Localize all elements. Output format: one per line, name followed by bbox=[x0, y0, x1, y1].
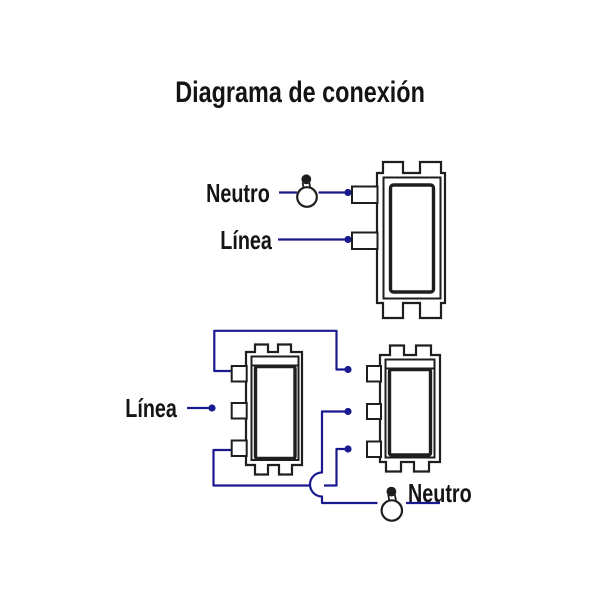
terminal-tab-1 bbox=[366, 365, 382, 383]
terminal-tab-2 bbox=[366, 403, 382, 420]
terminal-tab-3 bbox=[366, 440, 382, 458]
diagram-title-text: Diagrama de conexión bbox=[175, 76, 425, 109]
bulb-cap bbox=[386, 486, 397, 497]
label-linea-bottom: Línea bbox=[125, 393, 177, 423]
terminal-tab-1 bbox=[230, 365, 248, 383]
connection-dot bbox=[344, 235, 352, 244]
bulb-glass bbox=[380, 499, 404, 522]
module-rocker bbox=[387, 367, 433, 457]
module-frame bbox=[382, 176, 442, 300]
module-rocker bbox=[253, 364, 297, 461]
terminal-tab-2 bbox=[230, 402, 248, 420]
terminal-tab-3 bbox=[230, 439, 248, 457]
light-bulb-icon bbox=[296, 174, 318, 208]
module-outline bbox=[378, 344, 442, 473]
connection-dot bbox=[344, 188, 352, 197]
switch-module-top bbox=[351, 160, 447, 320]
connection-dot bbox=[344, 407, 352, 416]
terminal-tab-linea bbox=[351, 231, 379, 250]
switch-module-bottom-left bbox=[230, 343, 304, 476]
bulb-glass bbox=[296, 186, 318, 208]
module-outline bbox=[244, 343, 304, 476]
light-bulb-icon bbox=[380, 486, 404, 522]
wire-bottom-link-left-segment bbox=[212, 448, 310, 487]
connection-dot bbox=[208, 404, 216, 412]
label-neutro-top: Neutro bbox=[206, 178, 270, 208]
module-rocker bbox=[388, 183, 436, 294]
terminal-tab-neutro bbox=[351, 185, 379, 204]
bulb-cap bbox=[301, 174, 312, 185]
wires bbox=[187, 191, 440, 505]
module-outline bbox=[375, 160, 447, 320]
label-linea-top: Línea bbox=[220, 225, 272, 255]
wire-traveler-top-loop bbox=[213, 329, 348, 373]
label-neutro-bottom: Neutro bbox=[408, 478, 472, 508]
connection-dot bbox=[344, 445, 352, 453]
switch-module-bottom-right bbox=[366, 344, 442, 473]
connection-dot bbox=[344, 365, 352, 374]
connection-dots bbox=[208, 188, 352, 453]
diagram-title: Diagrama de conexión bbox=[0, 78, 600, 108]
module-frame bbox=[384, 358, 436, 459]
wire-bottom-link-right-segment bbox=[324, 447, 348, 487]
